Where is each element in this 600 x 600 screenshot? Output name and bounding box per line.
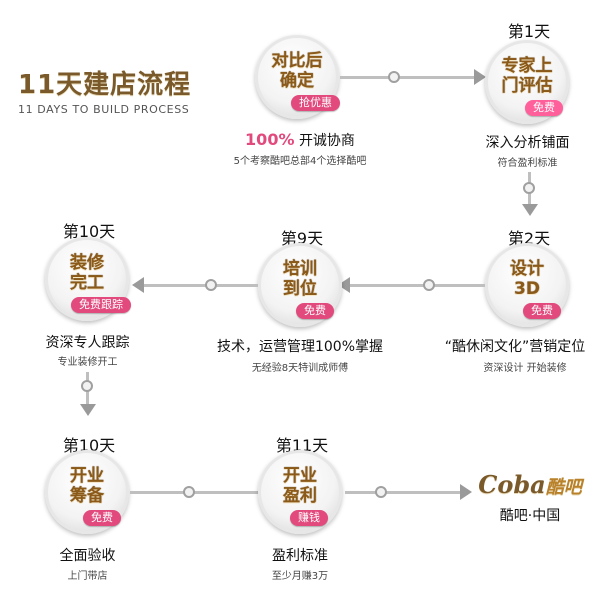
step-badge: 免费 [83,510,121,526]
step-node-expert: 专家上 门评估 免费 [485,40,569,124]
step-main-percentage: 100% [245,130,295,149]
brand-mark: Coba酷吧 [470,470,590,499]
arrow-right-icon [474,69,486,85]
step-sub-renovation: 专业装修开工 [57,357,118,368]
step-badge: 免费 [296,303,334,319]
step-label: 对比后 确定 [271,51,323,91]
connector-dot [183,486,195,498]
arrow-right-icon [460,484,472,500]
step-sub-expert: 符合盈利标准 [497,158,558,169]
step-main-design: “酷休闲文化”营销定位 [444,339,586,355]
brand-tagline: 酷吧·中国 [499,508,561,524]
step-sub-design: 资深设计 开始装修 [483,363,567,374]
step-day-day1: 第1天 [507,22,551,41]
connector-dot [81,380,93,392]
step-label: 专家上 门评估 [501,56,553,96]
step-node-negotiate: 对比后 确定 抢优惠 [255,35,340,119]
step-main-opening-profit: 盈利标准 [272,548,328,564]
connector-dot [423,279,435,291]
step-label: 开业 盈利 [283,466,317,506]
step-node-training: 培训 到位 免费 [258,243,342,327]
step-main-expert: 深入分析铺面 [485,135,570,151]
step-sub-negotiate: 5个考察酷吧总部4个选择酷吧 [233,156,367,167]
brand-logo: Coba酷吧 酷吧·中国 [470,470,590,525]
step-sub-opening-profit: 至少月赚3万 [271,571,329,582]
brand-en: Coba [478,470,546,499]
step-badge: 抢优惠 [291,95,340,111]
step-main-renovation: 资深专人跟踪 [45,335,130,351]
step-main-negotiate: 100% 开诚协商 [225,130,375,150]
step-badge: 免费 [525,100,563,116]
step-badge: 赚钱 [290,510,328,526]
step-main-opening-prep: 全面验收 [59,548,116,564]
title-cn: 11天建店流程 [18,70,192,100]
step-label: 设计 3D [510,259,544,299]
step-badge: 免费跟踪 [71,297,131,313]
step-main-text: 开诚协商 [298,133,355,149]
step-sub-opening-prep: 上门带店 [67,571,108,582]
page-title: 11天建店流程 11 DAYS TO BUILD PROCESS [18,64,191,116]
connector-line [345,284,485,287]
step-day-day10-a: 第10天 [62,222,116,241]
connector-dot [388,71,400,83]
connector-dot [523,182,535,194]
step-label: 装修 完工 [70,253,104,293]
connector-dot [375,486,387,498]
arrow-down-icon [522,204,538,216]
arrow-left-icon [132,277,144,293]
connector-line [340,76,475,79]
arrow-down-icon [80,404,96,416]
step-label: 开业 筹备 [70,466,104,506]
brand-cn: 酷吧 [545,477,582,498]
step-node-opening-profit: 开业 盈利 赚钱 [258,450,342,534]
step-node-opening-prep: 开业 筹备 免费 [45,450,129,534]
step-main-training: 技术，运营管理100%掌握 [216,339,384,355]
title-en: 11 DAYS TO BUILD PROCESS [18,103,190,116]
step-label: 培训 到位 [283,259,317,299]
step-badge: 免费 [523,303,561,319]
connector-line [140,284,258,287]
connector-dot [205,279,217,291]
step-sub-training: 无经验8天特训成师傅 [251,363,349,374]
step-node-renovation: 装修 完工 免费跟踪 [45,237,131,321]
step-node-design: 设计 3D 免费 [485,243,569,327]
connector-line [345,491,465,494]
